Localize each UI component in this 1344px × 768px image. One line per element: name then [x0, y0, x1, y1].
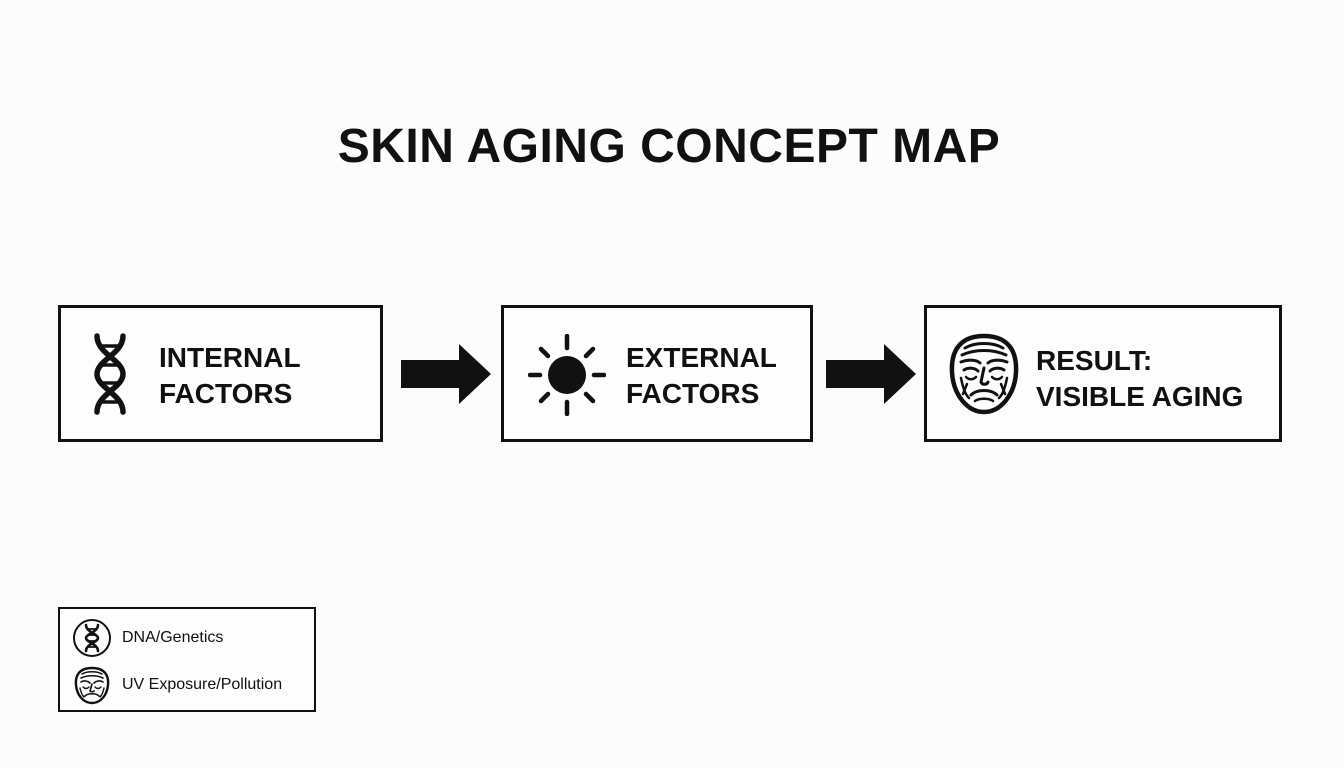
external-factors-node: EXTERNAL FACTORS — [501, 305, 813, 442]
visible-aging-node: RESULT: VISIBLE AGING — [924, 305, 1282, 442]
right-arrow-icon — [826, 344, 916, 404]
aged-face-icon — [74, 666, 110, 705]
legend-label: UV Exposure/Pollution — [122, 676, 283, 693]
legend-item: UV Exposure/Pollution — [72, 665, 282, 705]
aged-face-icon — [949, 333, 1019, 415]
diagram-title: SKIN AGING CONCEPT MAP — [337, 120, 1001, 173]
dna-icon — [73, 619, 111, 657]
internal-factors-label: INTERNAL FACTORS — [159, 342, 301, 409]
internal-factors-node: INTERNAL FACTORS — [58, 305, 383, 442]
visible-aging-label: RESULT: VISIBLE AGING — [1036, 345, 1244, 412]
legend-item: DNA/Genetics — [72, 618, 223, 658]
legend-label: DNA/Genetics — [122, 629, 224, 646]
external-factors-label: EXTERNAL FACTORS — [626, 342, 777, 409]
legend: DNA/Genetics UV Exposure/Pollution — [58, 607, 316, 712]
sun-icon — [528, 334, 606, 416]
right-arrow-icon — [401, 344, 491, 404]
dna-icon — [94, 333, 126, 415]
